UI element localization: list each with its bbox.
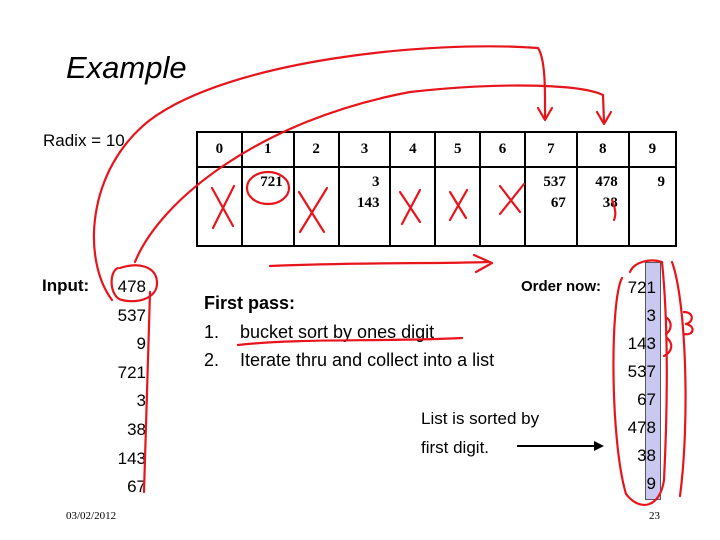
bucket-cell-0 — [196, 166, 243, 247]
bucket-cell-2 — [292, 166, 340, 247]
order-value: 721 — [627, 278, 656, 297]
slide-title: Example — [66, 50, 187, 85]
bucket-value: 721 — [260, 174, 283, 190]
squiggle-143 — [662, 336, 673, 358]
bucket-value: 3 — [371, 174, 380, 190]
note-line-2: first digit. — [421, 438, 490, 457]
input-list: 478 537 9 721 3 38 143 67 — [90, 273, 146, 502]
input-value: 537 — [117, 305, 146, 325]
input-value: 478 — [117, 277, 146, 296]
collect-arrow-head — [472, 253, 494, 274]
input-value: 38 — [127, 419, 146, 439]
order-value: 38 — [637, 446, 656, 465]
bucket-value: 9 — [657, 174, 666, 190]
arrow-8-head — [595, 110, 613, 126]
page-number: 23 — [649, 510, 660, 522]
bucket-value: 67 — [550, 195, 566, 211]
input-value: 67 — [127, 477, 146, 497]
radix-label: Radix = 10 — [43, 131, 125, 150]
order-value: 3 — [646, 306, 656, 325]
step-2-number: 2. — [204, 350, 220, 370]
bucket-header: 4 — [389, 131, 437, 168]
step-1: 1. bucket sort by ones digit — [204, 322, 434, 343]
squiggle-3 — [664, 316, 672, 336]
order-value: 537 — [627, 362, 656, 381]
ones-column-bracket — [670, 260, 687, 498]
bucket-value: 478 — [595, 174, 618, 190]
input-value: 721 — [117, 362, 146, 382]
input-value: 9 — [136, 334, 146, 354]
order-list: 721 3 143 537 67 478 38 9 — [600, 274, 656, 498]
digit-3-mark — [682, 310, 694, 336]
bucket-cell-4 — [389, 166, 437, 247]
bucket-value: 537 — [543, 174, 566, 190]
input-label: Input: — [42, 276, 90, 295]
bucket-header: 9 — [627, 131, 678, 168]
order-value: 9 — [646, 474, 656, 493]
order-value: 143 — [627, 334, 656, 353]
step-2: 2. Iterate thru and collect into a list — [204, 350, 494, 371]
arrow-7-head — [536, 106, 554, 122]
bucket-value: 38 — [602, 195, 618, 211]
first-pass-heading: First pass: — [204, 293, 296, 313]
order-value: 67 — [637, 390, 656, 409]
note-line-1: List is sorted by — [421, 409, 540, 428]
bucket-cell-6 — [479, 166, 526, 247]
bucket-cell-9: 9 — [627, 166, 678, 247]
input-value: 143 — [117, 448, 146, 468]
bucket-header: 7 — [523, 131, 578, 168]
bucket-value: 143 — [356, 195, 380, 211]
step-1-number: 1. — [204, 322, 220, 342]
bucket-header-row: 0 1 2 3 4 5 6 7 8 9 — [196, 131, 678, 168]
step-2-text: Iterate thru and collect into a list — [240, 350, 495, 370]
bucket-cell-1: 721 — [240, 166, 295, 247]
collect-arrow — [268, 260, 490, 268]
bucket-cell-5 — [434, 166, 482, 247]
note-arrow — [517, 441, 604, 451]
input-value: 3 — [136, 391, 146, 411]
order-value: 478 — [627, 418, 656, 437]
bucket-header: 8 — [575, 131, 630, 168]
order-label: Order now: — [521, 278, 602, 295]
slide-date: 03/02/2012 — [66, 510, 117, 522]
step-1-text: bucket sort by ones digit — [240, 322, 435, 342]
bucket-header: 2 — [292, 131, 340, 168]
bucket-header: 0 — [196, 131, 243, 168]
bucket-header: 5 — [434, 131, 482, 168]
bucket-header: 1 — [240, 131, 295, 168]
bucket-header: 3 — [337, 131, 392, 168]
bucket-header: 6 — [479, 131, 526, 168]
